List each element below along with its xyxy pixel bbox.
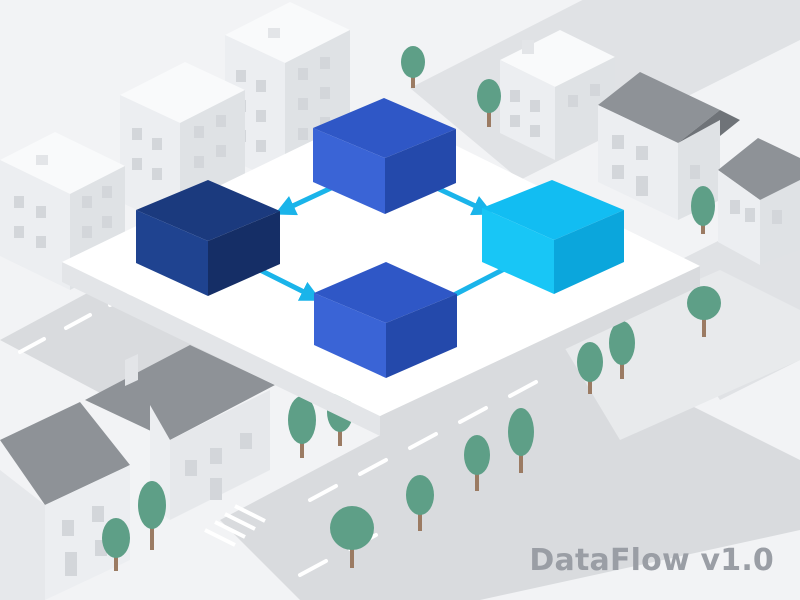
buildings-back-left bbox=[0, 2, 350, 290]
trees bbox=[102, 46, 721, 571]
flow-blocks bbox=[136, 98, 624, 378]
tree bbox=[508, 408, 534, 473]
tree bbox=[609, 321, 635, 379]
flow-block-bottom bbox=[314, 262, 457, 378]
tree bbox=[288, 396, 316, 458]
house-right-2 bbox=[718, 138, 800, 265]
tree bbox=[577, 342, 603, 394]
tree bbox=[691, 186, 715, 234]
crosswalk bbox=[204, 504, 266, 547]
houses-front-left bbox=[0, 345, 275, 600]
platform-side-right bbox=[380, 266, 700, 436]
house-front-2 bbox=[85, 345, 275, 520]
tree bbox=[464, 435, 490, 491]
brand-label: DataFlow v1.0 bbox=[529, 543, 774, 578]
flow-block-right bbox=[482, 180, 624, 294]
tree bbox=[401, 46, 425, 88]
building-office-right bbox=[500, 30, 615, 160]
flow-block-top bbox=[313, 98, 456, 214]
tree bbox=[687, 286, 721, 337]
house-front-1 bbox=[0, 402, 130, 600]
tree bbox=[102, 518, 130, 571]
platform bbox=[62, 108, 700, 436]
platform-side-left bbox=[62, 262, 380, 436]
buildings-back-right bbox=[500, 30, 800, 265]
platform-top bbox=[62, 108, 700, 416]
tree bbox=[406, 475, 434, 531]
sidewalk-curve bbox=[560, 270, 800, 440]
tree bbox=[330, 506, 374, 568]
tree bbox=[477, 79, 501, 127]
house-right-1 bbox=[598, 72, 740, 220]
tree bbox=[138, 481, 166, 550]
flow-block-left bbox=[136, 180, 280, 296]
